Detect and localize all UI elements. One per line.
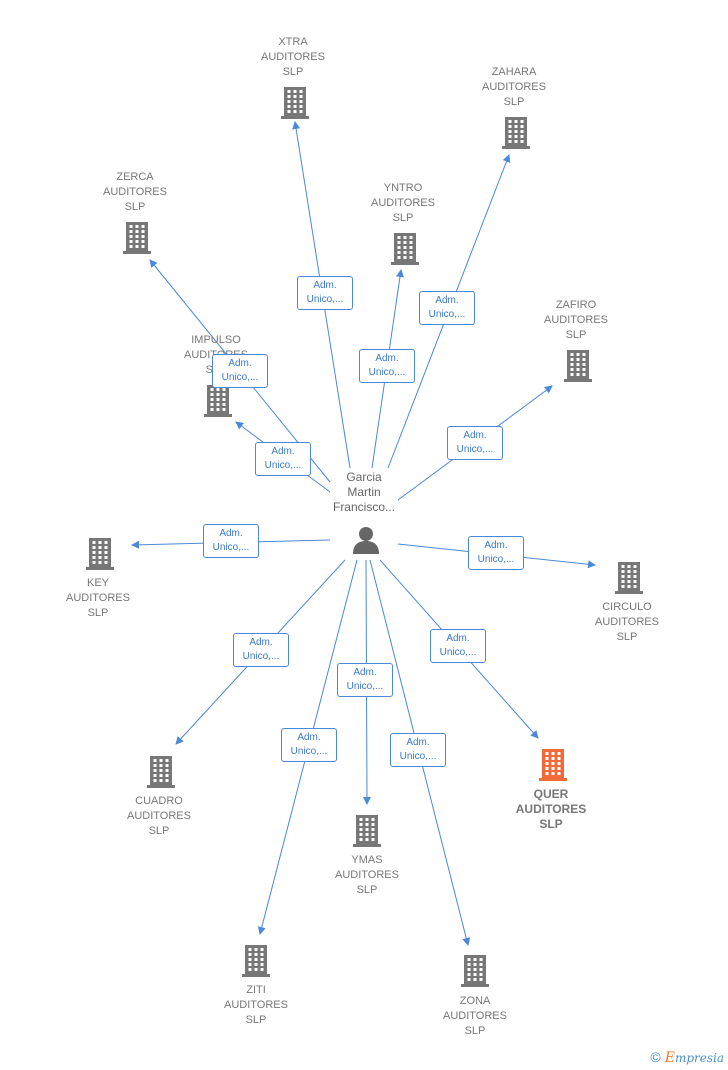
company-label-circulo[interactable]: CIRCULO AUDITORES SLP — [595, 601, 659, 643]
company-label-zona[interactable]: ZONA AUDITORES SLP — [443, 995, 507, 1037]
building-icon[interactable] — [202, 383, 234, 422]
company-label-yntro[interactable]: YNTRO AUDITORES SLP — [371, 182, 435, 224]
building-icon[interactable] — [562, 348, 594, 387]
edge-role-label[interactable]: Adm. Unico,... — [297, 276, 353, 310]
company-label-xtra[interactable]: XTRA AUDITORES SLP — [261, 36, 325, 78]
company-label-zafiro[interactable]: ZAFIRO AUDITORES SLP — [544, 299, 608, 341]
company-label-ziti[interactable]: ZITI AUDITORES SLP — [224, 984, 288, 1026]
brand-logo-initial: E — [664, 1050, 675, 1066]
building-icon[interactable] — [613, 560, 645, 599]
edge-role-label[interactable]: Adm. Unico,... — [430, 629, 486, 663]
edge-role-label[interactable]: Adm. Unico,... — [212, 354, 268, 388]
building-icon[interactable] — [459, 953, 491, 992]
edge-role-label[interactable]: Adm. Unico,... — [359, 349, 415, 383]
edge-role-label[interactable]: Adm. Unico,... — [447, 426, 503, 460]
person-icon[interactable] — [351, 525, 381, 560]
edge-role-label[interactable]: Adm. Unico,... — [390, 733, 446, 767]
edge-role-label[interactable]: Adm. Unico,... — [203, 524, 259, 558]
building-icon[interactable] — [351, 813, 383, 852]
building-icon[interactable] — [537, 747, 569, 786]
company-label-zerca[interactable]: ZERCA AUDITORES SLP — [103, 171, 167, 213]
person-label[interactable]: Garcia Martin Francisco... — [332, 470, 395, 514]
company-label-ymas[interactable]: YMAS AUDITORES SLP — [335, 854, 399, 896]
edge-role-label[interactable]: Adm. Unico,... — [419, 291, 475, 325]
building-icon[interactable] — [500, 115, 532, 154]
edge-role-label[interactable]: Adm. Unico,... — [281, 728, 337, 762]
copyright-icon: © — [650, 1049, 661, 1065]
edge-role-label[interactable]: Adm. Unico,... — [233, 633, 289, 667]
footer-brand: ©Empresia — [650, 1049, 724, 1066]
building-icon[interactable] — [121, 220, 153, 259]
company-label-cuadro[interactable]: CUADRO AUDITORES SLP — [127, 795, 191, 837]
building-icon[interactable] — [389, 231, 421, 270]
brand-logo-text: mpresia — [674, 1051, 724, 1065]
company-label-key[interactable]: KEY AUDITORES SLP — [66, 577, 130, 619]
edge-role-label[interactable]: Adm. Unico,... — [255, 442, 311, 476]
edge-role-label[interactable]: Adm. Unico,... — [337, 663, 393, 697]
building-icon[interactable] — [145, 754, 177, 793]
building-icon[interactable] — [279, 85, 311, 124]
edge-role-label[interactable]: Adm. Unico,... — [468, 536, 524, 570]
building-icon[interactable] — [240, 943, 272, 982]
company-label-zahara[interactable]: ZAHARA AUDITORES SLP — [482, 66, 546, 108]
company-label-quer[interactable]: QUER AUDITORES SLP — [515, 787, 587, 831]
building-icon[interactable] — [84, 536, 116, 575]
